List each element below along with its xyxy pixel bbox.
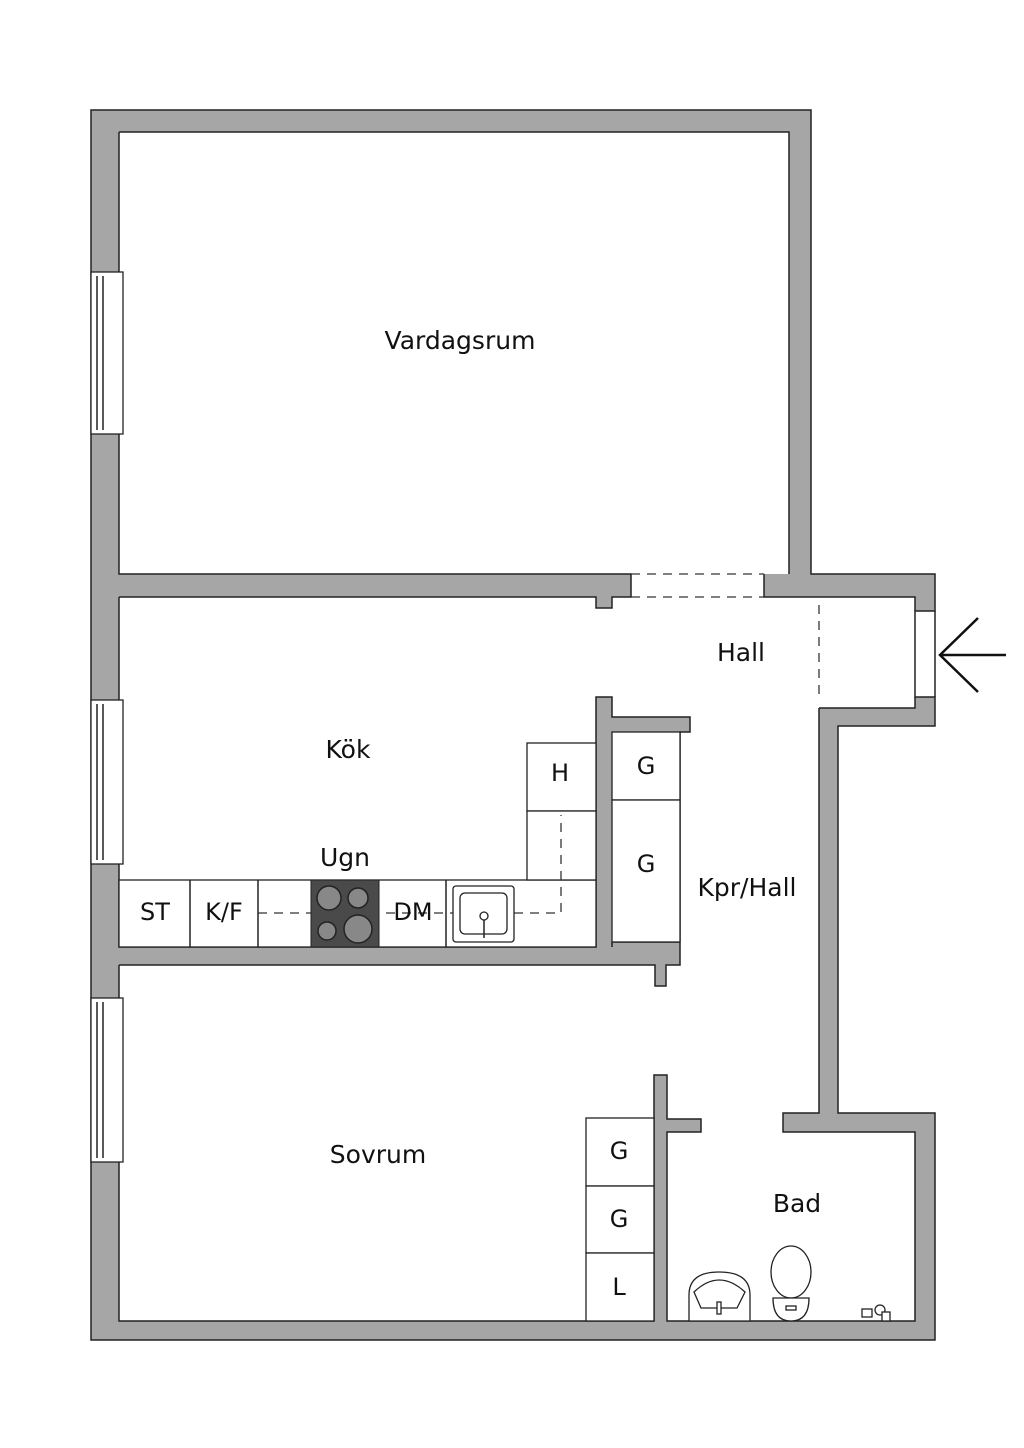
label-st: ST (140, 898, 170, 926)
room-label-bedroom: Sovrum (330, 1140, 426, 1169)
walls (90, 109, 936, 1341)
window-bedroom (90, 997, 124, 1163)
label-oven: Ugn (320, 843, 370, 872)
windows (90, 271, 124, 1163)
label-bed-g1: G (610, 1137, 629, 1165)
window-kitchen (90, 699, 124, 865)
label-bed-l: L (612, 1273, 626, 1301)
label-bed-g2: G (610, 1205, 629, 1233)
toilet (770, 1245, 812, 1299)
room-label-kitchen: Kök (326, 735, 371, 764)
opening-living (631, 573, 764, 598)
room-label-hall: Hall (717, 638, 765, 667)
kitchen-counter (118, 742, 597, 948)
room-label-living: Vardagsrum (385, 326, 536, 355)
label-kf: K/F (205, 898, 243, 926)
wardrobes (585, 731, 681, 1322)
faucet-icon (861, 1304, 891, 1322)
label-hall-g2: G (637, 850, 656, 878)
bath-fixtures (688, 1245, 891, 1322)
room-label-bath: Bad (773, 1189, 821, 1218)
label-h: H (551, 759, 569, 787)
window-living (90, 271, 124, 435)
entrance-arrow-icon (938, 617, 1006, 693)
room-label-closet-hall: Kpr/Hall (698, 873, 797, 902)
label-dm: DM (393, 898, 432, 926)
label-hall-g1: G (637, 752, 656, 780)
